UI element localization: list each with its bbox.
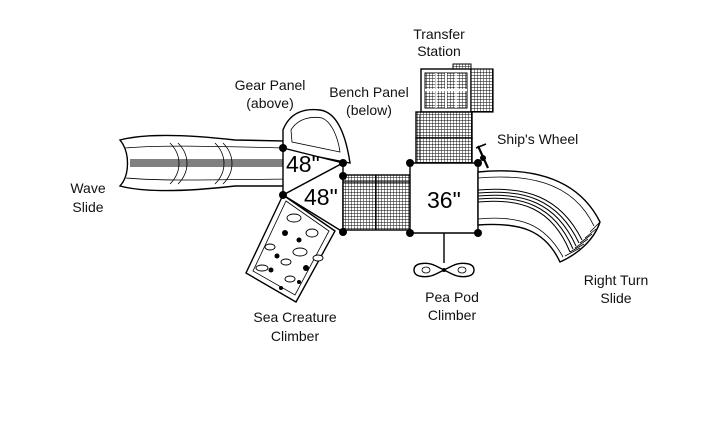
upper-deck-height-label: 48": [286, 151, 320, 177]
right-turn-slide-label-line2: Slide: [600, 290, 631, 306]
wave-slide-label-line2: Slide: [72, 199, 103, 215]
wave-slide: [118, 134, 288, 192]
bench-panel-label-line2: (below): [346, 102, 392, 118]
lower-deck-height-label: 48": [304, 184, 338, 210]
transfer-station-label-line2: Station: [417, 43, 461, 59]
pea-pod-climber: [413, 233, 475, 278]
wave-slide-label-line1: Wave: [70, 180, 105, 196]
gear-panel-label-line2: (above): [246, 95, 293, 111]
gear-panel-label-line1: Gear Panel: [235, 77, 306, 93]
pea-pod-climber-label-line1: Pea Pod: [425, 289, 479, 305]
sea-creature-climber-label-line2: Climber: [271, 328, 320, 344]
bench-panel-bridge: [342, 174, 411, 231]
gear-panel: [282, 108, 351, 164]
right-turn-slide-label-line1: Right Turn: [584, 272, 649, 288]
support-posts: [279, 144, 482, 237]
sea-creature-climber-label-line1: Sea Creature: [253, 309, 336, 325]
main-deck-height-label: 36": [427, 187, 461, 213]
pea-pod-climber-label-line2: Climber: [428, 307, 477, 323]
bench-panel-label-line1: Bench Panel: [329, 84, 408, 100]
ships-wheel: [475, 143, 490, 169]
sea-creature-climber: [245, 193, 336, 303]
transfer-station-label-line1: Transfer: [413, 26, 465, 42]
main-deck-36: 36": [409, 162, 479, 234]
ships-wheel-label: Ship's Wheel: [497, 131, 578, 147]
transfer-station: [415, 63, 494, 164]
right-turn-slide: [477, 170, 601, 263]
